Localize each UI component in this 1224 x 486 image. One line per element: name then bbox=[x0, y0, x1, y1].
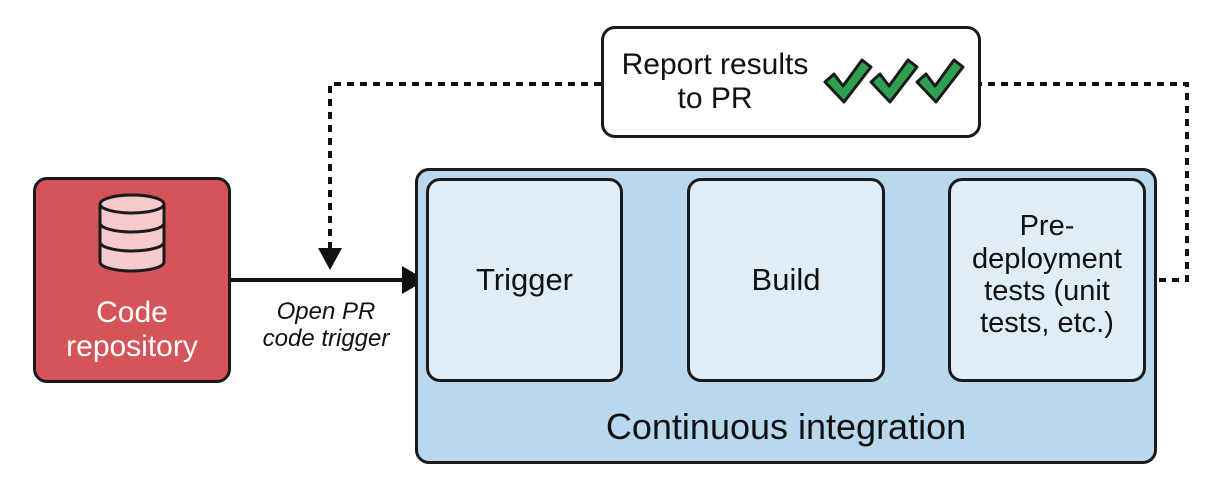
checkmarks-icon bbox=[823, 58, 965, 104]
code-repository-label: Code repository bbox=[66, 296, 198, 363]
feedback-loop-dotted bbox=[318, 82, 1189, 282]
checkmark-1 bbox=[823, 58, 873, 104]
build-stage bbox=[687, 178, 885, 382]
pre-deployment-tests-label: Pre- deployment tests (unit tests, etc.) bbox=[972, 210, 1122, 340]
build-label: Build bbox=[751, 261, 821, 297]
flow-arrow-repo-to-trigger bbox=[231, 266, 426, 294]
trigger-label: Trigger bbox=[475, 261, 574, 297]
report-results-node bbox=[601, 26, 981, 138]
report-results-label: Report results to PR bbox=[621, 48, 809, 115]
checkmark-3 bbox=[915, 58, 965, 104]
feedback-arrowhead bbox=[318, 248, 342, 270]
checkmark-2 bbox=[869, 58, 919, 104]
database-icon bbox=[98, 193, 166, 273]
pre-deployment-tests-stage bbox=[948, 178, 1146, 382]
continuous-integration-label: Continuous integration bbox=[605, 405, 967, 447]
open-pr-trigger-label: Open PR code trigger bbox=[262, 298, 390, 352]
trigger-stage bbox=[426, 178, 623, 382]
